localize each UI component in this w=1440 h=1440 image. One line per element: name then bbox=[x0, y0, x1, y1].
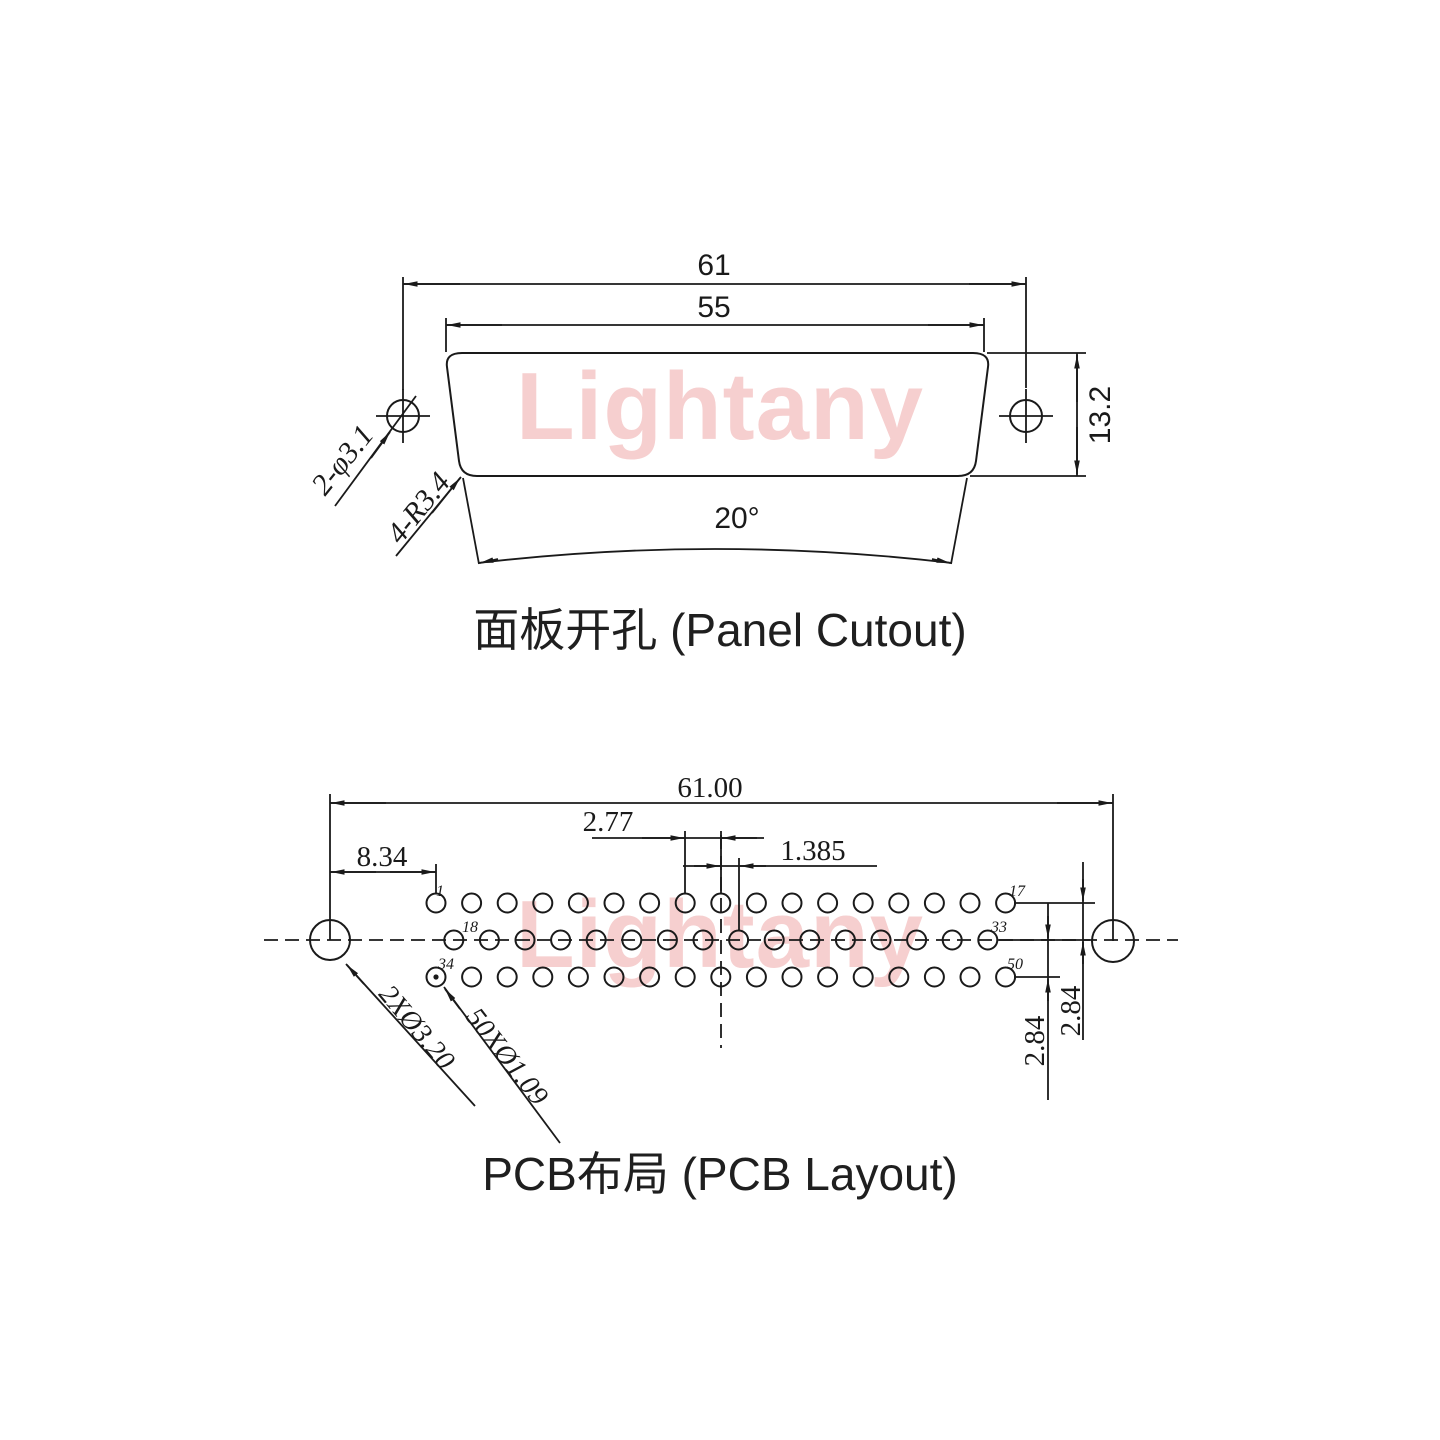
svg-text:13.2: 13.2 bbox=[1084, 386, 1117, 444]
svg-text:2.84: 2.84 bbox=[1055, 985, 1087, 1036]
pin-hole bbox=[763, 929, 785, 951]
pin-hole bbox=[888, 966, 910, 988]
pin-hole bbox=[461, 966, 483, 988]
pin-hole bbox=[639, 892, 661, 914]
pin-hole bbox=[817, 966, 839, 988]
pin-hole bbox=[443, 929, 465, 951]
pin-hole bbox=[745, 966, 767, 988]
pin-hole bbox=[692, 929, 714, 951]
pin-hole bbox=[550, 929, 572, 951]
pin-hole bbox=[496, 966, 518, 988]
pin-hole bbox=[621, 929, 643, 951]
svg-text:8.34: 8.34 bbox=[357, 841, 408, 873]
svg-text:61: 61 bbox=[697, 249, 730, 282]
pcb-layout-drawing: 61.00 8.34 2.77 1.385 bbox=[264, 772, 1178, 1144]
pin-hole bbox=[888, 892, 910, 914]
pin-hole bbox=[834, 929, 856, 951]
svg-text:55: 55 bbox=[697, 291, 730, 324]
pin-hole bbox=[799, 929, 821, 951]
pcb-dim-1-385: 1.385 bbox=[683, 835, 877, 931]
svg-text:4-R3.4: 4-R3.4 bbox=[380, 466, 457, 550]
svg-text:20°: 20° bbox=[714, 502, 759, 535]
svg-text:17: 17 bbox=[1009, 883, 1026, 900]
pin-hole bbox=[425, 966, 447, 988]
pin-hole bbox=[817, 892, 839, 914]
pcb-dim-2-77: 2.77 bbox=[583, 806, 764, 894]
svg-text:34: 34 bbox=[437, 956, 454, 973]
pin-hole bbox=[745, 892, 767, 914]
svg-text:1: 1 bbox=[436, 883, 444, 900]
panel-cutout-drawing: 61 55 13.2 20° bbox=[305, 249, 1117, 565]
svg-text:1.385: 1.385 bbox=[780, 835, 845, 867]
panel-angle-20: 20° bbox=[462, 477, 968, 565]
pin-hole bbox=[906, 929, 928, 951]
panel-dim-61: 61 bbox=[402, 249, 1027, 390]
pin-hole bbox=[870, 929, 892, 951]
pcb-pin-numbers: 1 17 18 33 34 50 bbox=[436, 883, 1026, 973]
pin-hole bbox=[923, 966, 945, 988]
pin-hole bbox=[532, 892, 554, 914]
pcb-dim-row-spacing: 2.84 2.84 bbox=[997, 862, 1095, 1100]
pin-hole bbox=[603, 892, 625, 914]
pin-hole bbox=[941, 929, 963, 951]
pin-hole bbox=[959, 892, 981, 914]
pin-hole bbox=[781, 892, 803, 914]
pcb-dim-8-34: 8.34 bbox=[330, 841, 437, 894]
svg-text:61.00: 61.00 bbox=[677, 772, 742, 804]
pcb-pin-array bbox=[425, 892, 1017, 988]
pin-34-center-dot bbox=[433, 974, 439, 980]
pin-hole bbox=[656, 929, 678, 951]
panel-dim-55: 55 bbox=[445, 291, 985, 352]
watermark-top: Lightany bbox=[516, 353, 924, 460]
pcb-dim-61-00: 61.00 bbox=[329, 772, 1114, 941]
panel-outline bbox=[445, 352, 990, 477]
panel-leader-corner-radius: 4-R3.4 bbox=[380, 466, 462, 557]
svg-text:50: 50 bbox=[1007, 956, 1023, 973]
panel-mount-hole-left bbox=[376, 389, 430, 443]
panel-cutout-title: 面板开孔 (Panel Cutout) bbox=[473, 604, 967, 656]
svg-text:2.84: 2.84 bbox=[1019, 1015, 1051, 1066]
pcb-leader-mount-holes: 2XØ3.20 bbox=[345, 963, 476, 1107]
pin-hole bbox=[496, 892, 518, 914]
panel-dim-13-2: 13.2 bbox=[970, 352, 1117, 477]
svg-text:50XØ1.09: 50XØ1.09 bbox=[459, 1002, 554, 1111]
svg-text:2.77: 2.77 bbox=[583, 806, 634, 838]
svg-text:33: 33 bbox=[990, 919, 1007, 936]
pin-hole bbox=[923, 892, 945, 914]
pin-hole bbox=[585, 929, 607, 951]
pin-hole bbox=[461, 892, 483, 914]
pin-hole bbox=[514, 929, 536, 951]
pcb-layout-title: PCB布局 (PCB Layout) bbox=[482, 1148, 958, 1200]
panel-leader-mount-holes: 2-φ3.1 bbox=[305, 395, 417, 507]
svg-text:18: 18 bbox=[462, 919, 478, 936]
pin-hole bbox=[781, 966, 803, 988]
pin-hole bbox=[639, 966, 661, 988]
pcb-leader-pin-holes: 50XØ1.09 bbox=[443, 986, 561, 1144]
pin-hole bbox=[674, 892, 696, 914]
pin-hole bbox=[603, 966, 625, 988]
pin-hole bbox=[674, 966, 696, 988]
pin-hole bbox=[959, 966, 981, 988]
pin-hole bbox=[567, 966, 589, 988]
pin-hole bbox=[478, 929, 500, 951]
panel-mount-hole-right bbox=[999, 389, 1053, 443]
pin-hole bbox=[567, 892, 589, 914]
pin-hole bbox=[852, 892, 874, 914]
pin-hole bbox=[852, 966, 874, 988]
pin-hole bbox=[710, 966, 732, 988]
pin-hole bbox=[532, 966, 554, 988]
